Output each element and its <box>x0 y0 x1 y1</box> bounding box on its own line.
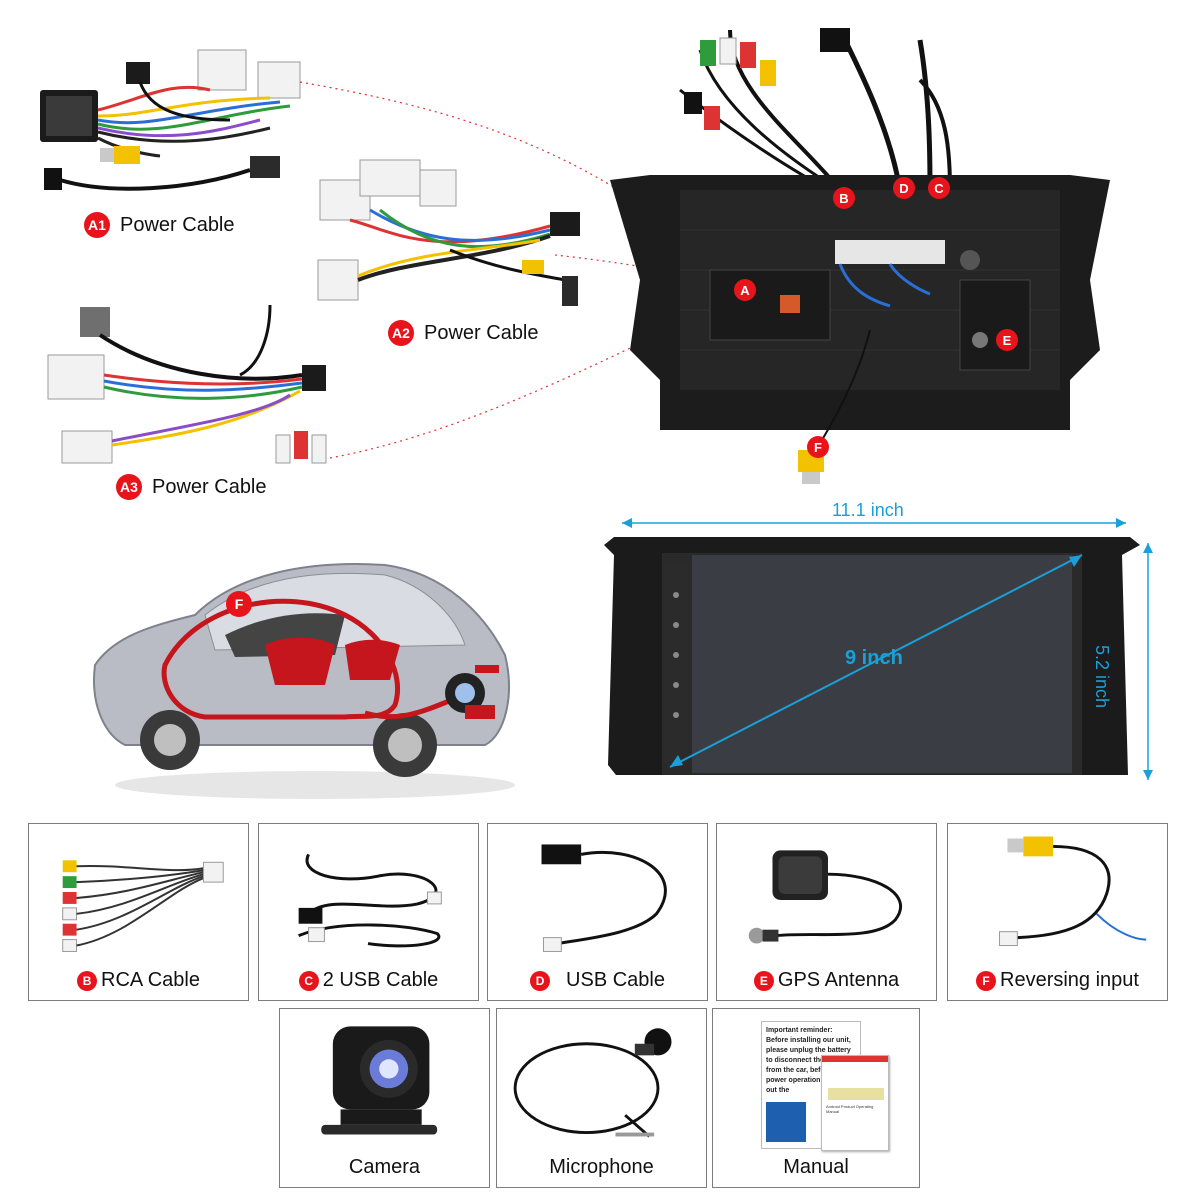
port-badge-e: E <box>996 329 1018 351</box>
accessory-badge-b: B <box>77 970 98 991</box>
accessory-badge-d: D <box>530 970 551 991</box>
accessory-rca-cable: B RCA Cable <box>28 823 249 1001</box>
power-cable-a3-art <box>47 304 327 464</box>
accessory-microphone-text: Microphone <box>549 1156 654 1178</box>
accessory-manual-text: Manual <box>783 1156 849 1178</box>
accessory-camera: Camera <box>279 1008 490 1188</box>
port-badge-b: B <box>833 187 855 209</box>
accessory-microphone-label: Microphone <box>497 1156 706 1179</box>
accessory-gps-label: E GPS Antenna <box>717 969 936 992</box>
accessory-camera-label: Camera <box>280 1156 489 1179</box>
accessory-badge-c: C <box>298 970 319 991</box>
accessory-usb-cable: D USB Cable <box>487 823 708 1001</box>
manual-line-5: from the car, before <box>766 1067 832 1074</box>
screen-front-art <box>604 518 1153 780</box>
manual-line-3: please unplug the battery <box>766 1047 851 1054</box>
power-cable-a1-art <box>40 49 301 191</box>
accessory-manual: Important reminder: Before installing ou… <box>712 1008 920 1188</box>
manual-booklet-band <box>828 1088 884 1100</box>
power-cable-a1-text: Power Cable <box>120 213 235 236</box>
power-cable-a2-label: A2 Power Cable <box>388 320 539 346</box>
power-cable-a2-text: Power Cable <box>424 321 539 344</box>
port-badge-f: F <box>807 436 829 458</box>
manual-booklet-title: Android Product Operating Manual <box>826 1104 874 1114</box>
manual-line-6: power operation <box>766 1077 821 1084</box>
power-cable-a3-label: A3 Power Cable <box>116 474 267 500</box>
accessory-usb-text: USB Cable <box>566 969 665 991</box>
screen-height-label: 5.2 inch <box>1092 645 1112 709</box>
accessory-usb-label: D USB Cable <box>488 969 707 992</box>
car-cutaway-art <box>93 563 515 799</box>
accessory-gps-antenna: E GPS Antenna <box>716 823 937 1001</box>
gps-antenna-icon <box>748 850 903 944</box>
accessory-rca-label: B RCA Cable <box>29 969 248 992</box>
accessory-2usb-label: C 2 USB Cable <box>259 969 478 992</box>
power-cable-a2-art <box>317 159 580 306</box>
accessory-gps-text: GPS Antenna <box>777 969 900 991</box>
manual-cover-image <box>766 1102 806 1142</box>
port-badge-a: A <box>734 279 756 301</box>
usb-cable-icon <box>541 844 667 952</box>
manual-line-7: out the <box>766 1087 790 1094</box>
accessory-microphone: Microphone <box>496 1008 707 1188</box>
power-cable-a1-label: A1 Power Cable <box>84 212 235 238</box>
power-cable-a3-text: Power Cable <box>152 475 267 498</box>
badge-a3: A3 <box>116 474 142 500</box>
screen-width-label: 11.1 inch <box>832 500 904 520</box>
accessory-2usb-text: 2 USB Cable <box>322 969 439 991</box>
accessory-camera-text: Camera <box>348 1156 421 1178</box>
port-badge-c: C <box>928 177 950 199</box>
accessory-badge-f: F <box>976 970 997 991</box>
accessory-reversing-input: F Reversing input <box>947 823 1168 1001</box>
manual-line-4: to disconnect the power <box>766 1057 847 1064</box>
reversing-input-icon <box>999 836 1147 947</box>
head-unit-rear-art <box>610 28 1110 484</box>
screen-diagonal-label: 9 inch <box>845 647 903 669</box>
car-badge-f: F <box>226 591 252 617</box>
badge-a2: A2 <box>388 320 414 346</box>
accessory-rca-text: RCA Cable <box>101 969 200 991</box>
accessory-manual-label: Manual <box>713 1156 919 1179</box>
rca-cable-icon <box>62 860 224 952</box>
manual-booklet: Android Product Operating Manual <box>821 1055 889 1151</box>
port-badge-d: D <box>893 177 915 199</box>
manual-line-1: Important reminder: <box>766 1027 833 1034</box>
accessory-reversing-label: F Reversing input <box>948 969 1167 992</box>
usb-cables-icon <box>298 853 442 948</box>
manual-line-2: Before installing our unit, <box>766 1037 851 1044</box>
accessory-2-usb-cable: C 2 USB Cable <box>258 823 479 1001</box>
accessory-badge-e: E <box>753 970 774 991</box>
camera-icon <box>321 1026 438 1135</box>
badge-a1: A1 <box>84 212 110 238</box>
accessory-reversing-text: Reversing input <box>1000 969 1139 991</box>
microphone-icon <box>513 1028 672 1138</box>
